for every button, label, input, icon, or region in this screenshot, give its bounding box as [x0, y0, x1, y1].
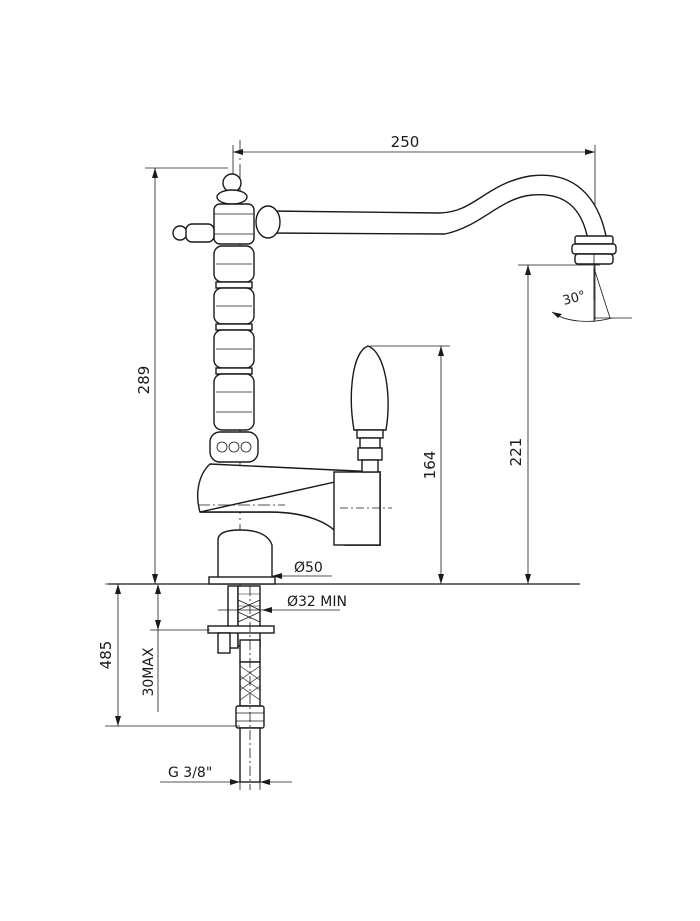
column: [209, 245, 259, 463]
swing-angle-label: 30°: [561, 288, 587, 308]
total-height-label: 289: [135, 366, 153, 395]
dimension-thread: G 3/8": [160, 765, 292, 790]
lever-height-label: 164: [421, 451, 439, 480]
dimension-lever-height: 164: [370, 345, 450, 584]
mixer-body: [197, 463, 392, 579]
swing-angle-indicator: 30°: [551, 267, 632, 322]
dimension-max-thickness: 30MAX: [141, 584, 210, 712]
lever-handle: [350, 345, 389, 473]
dimension-spout-height: 221: [507, 264, 600, 584]
thread-label: G 3/8": [168, 765, 212, 781]
spout-reach-label: 250: [391, 133, 420, 151]
dimension-hole-diameter: Ø32 MIN: [218, 594, 347, 613]
base-diameter-label: Ø50: [294, 560, 323, 576]
top-knob: [172, 173, 281, 245]
spout-height-label: 221: [507, 438, 525, 467]
hole-diameter-label: Ø32 MIN: [287, 594, 347, 610]
dimension-hose-length: 485: [97, 583, 240, 727]
max-thickness-label: 30MAX: [141, 647, 157, 696]
hose-length-label: 485: [97, 641, 115, 670]
dimension-total-height: 289: [135, 167, 228, 584]
base-ring: Ø50: [208, 560, 332, 585]
spout: [267, 174, 617, 300]
under-deck-assembly: [207, 585, 275, 790]
